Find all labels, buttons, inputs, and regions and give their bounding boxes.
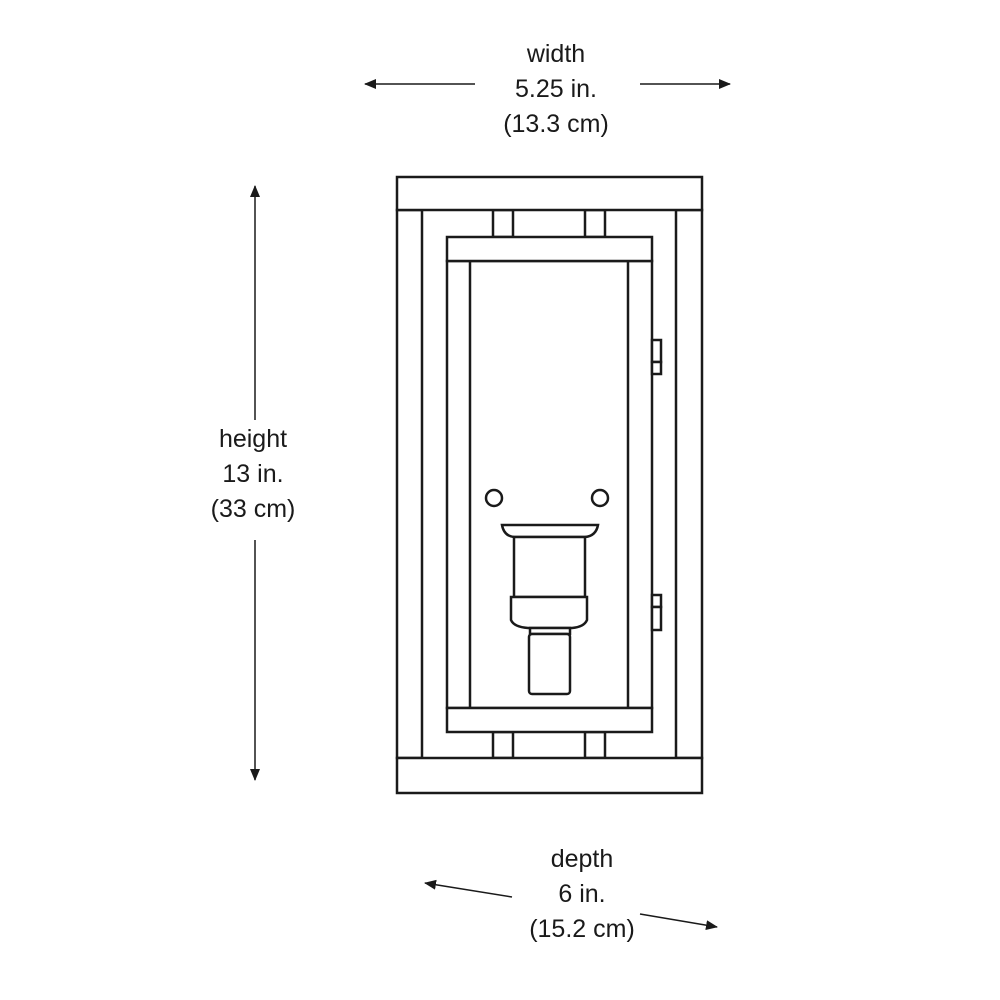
- width-metric: (13.3 cm): [503, 110, 609, 138]
- latch-icon: [650, 338, 663, 364]
- depth-metric: (15.2 cm): [529, 915, 635, 943]
- lantern: [395, 175, 704, 795]
- socket: [500, 523, 600, 696]
- width-title: width: [526, 40, 586, 68]
- depth-title: depth: [550, 845, 614, 873]
- mount-hole-right: [590, 488, 610, 508]
- depth-arrow-right: [639, 913, 718, 931]
- width-label: width 5.25 in. (13.3 cm): [456, 37, 656, 142]
- depth-label: depth 6 in. (15.2 cm): [482, 842, 682, 947]
- height-imperial: 13 in.: [222, 460, 284, 488]
- depth-imperial: 6 in.: [558, 880, 606, 908]
- width-imperial: 5.25 in.: [514, 75, 597, 103]
- top-cap: [395, 175, 704, 212]
- height-label: height 13 in. (33 cm): [153, 422, 353, 527]
- height-metric: (33 cm): [210, 495, 296, 523]
- depth-arrow-left: [424, 879, 513, 898]
- mount-hole-left: [484, 488, 504, 508]
- bottom-cap: [395, 756, 704, 795]
- outer-post-right: [674, 208, 704, 760]
- outer-post-left: [395, 208, 424, 760]
- height-title: height: [218, 425, 288, 453]
